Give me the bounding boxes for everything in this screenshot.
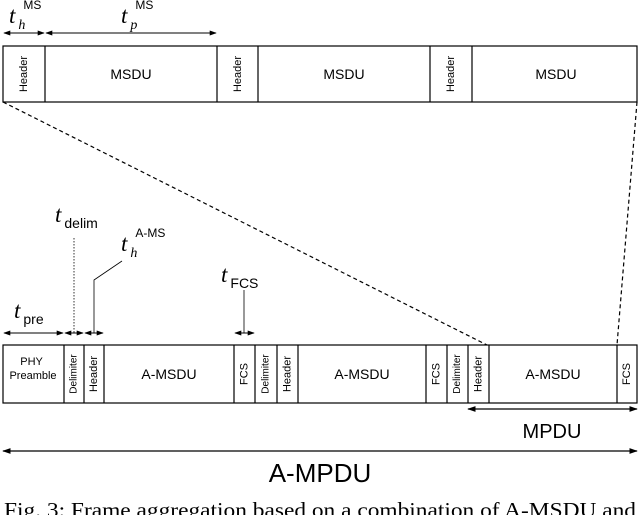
msdu-row-msdu-2: MSDU <box>323 66 364 82</box>
ampdu-amsdu-2: A-MSDU <box>334 366 389 382</box>
msdu-row: Header MSDU Header MSDU Header MSDU <box>2 45 638 103</box>
ampdu-amsdu-1: A-MSDU <box>141 366 196 382</box>
msdu-row-header-3: Header <box>445 56 457 92</box>
figure-caption: Fig. 3: Frame aggregation based on a com… <box>4 498 637 515</box>
ampdu-label: A-MPDU <box>269 458 372 488</box>
ampdu-delimiter-2: Delimiter <box>261 354 272 394</box>
msdu-row-msdu-3: MSDU <box>535 66 576 82</box>
ampdu-fcs-1: FCS <box>239 363 251 385</box>
ampdu-header-2: Header <box>282 356 294 392</box>
t-fcs-label: t FCS <box>221 262 258 291</box>
msdu-row-header-1: Header <box>18 56 30 92</box>
expansion-line-left <box>2 101 488 346</box>
ampdu-delimiter-1: Delimiter <box>69 354 80 394</box>
t-h-amsdu-label: t h A-MS <box>121 226 165 261</box>
phy-preamble-label: PHY Preamble <box>9 356 56 382</box>
t-pre-label: t pre <box>14 298 44 327</box>
ampdu-row: PHY Preamble Delimiter Header A-MSDU FCS… <box>2 344 638 404</box>
mpdu-label: MPDU <box>523 421 582 443</box>
msdu-row-header-2: Header <box>232 56 244 92</box>
ampdu-fcs-3: FCS <box>621 363 633 385</box>
expansion-line-right <box>616 101 638 346</box>
ampdu-fcs-2: FCS <box>431 363 443 385</box>
t-delim-label: t delim <box>55 202 98 231</box>
ampdu-header-3: Header <box>473 356 485 392</box>
ampdu-delimiter-3: Delimiter <box>452 354 463 394</box>
ampdu-header-1: Header <box>88 356 100 392</box>
t-h-ms-label: t h MS <box>9 0 41 33</box>
t-p-ms-label: t p MS <box>121 0 153 33</box>
t-h-amsdu-leader <box>93 260 123 333</box>
ampdu-amsdu-3: A-MSDU <box>525 366 580 382</box>
msdu-row-msdu-1: MSDU <box>110 66 151 82</box>
